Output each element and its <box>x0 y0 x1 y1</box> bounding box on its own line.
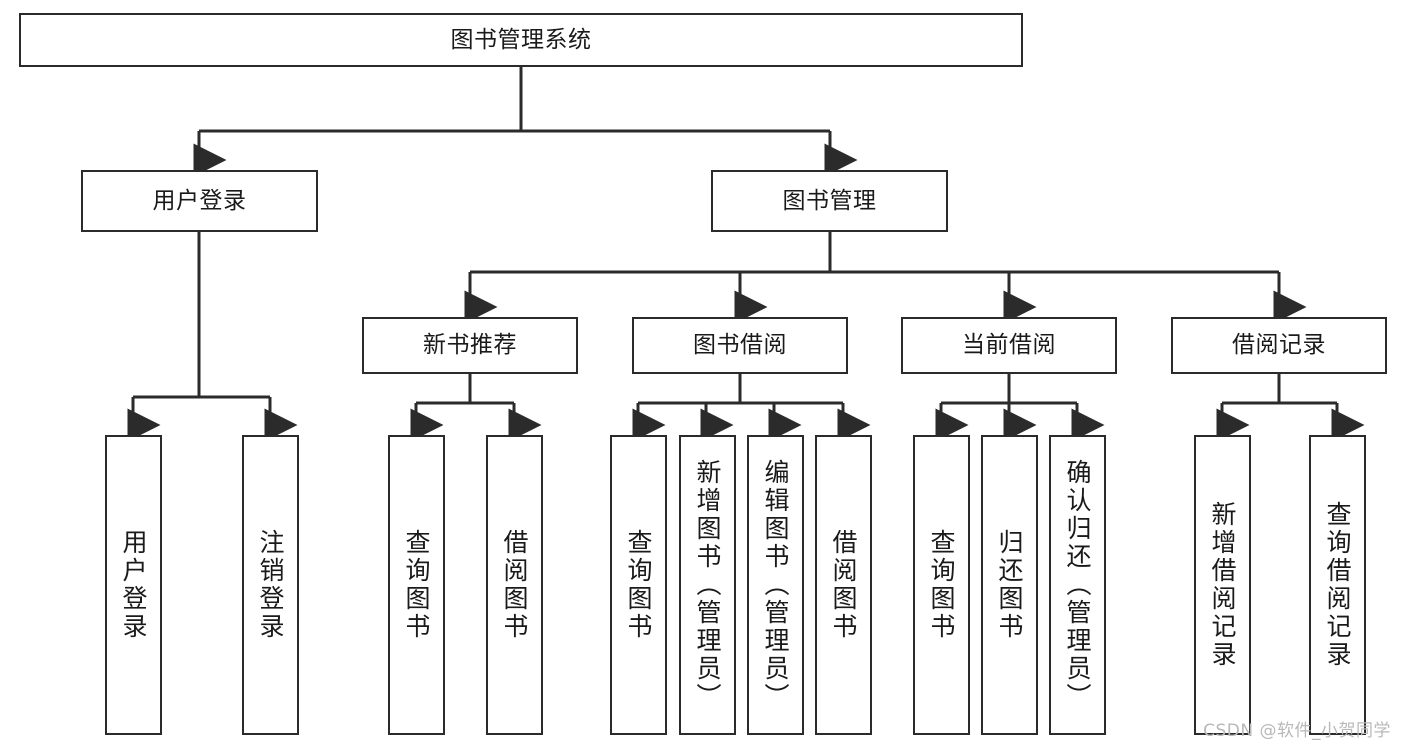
node-book-management-label: 图书管理 <box>782 187 877 214</box>
leaf-book-borrow-borrow-book[interactable]: 借阅图书 <box>815 435 872 735</box>
node-root[interactable]: 图书管理系统 <box>19 13 1023 67</box>
leaf-label: 新增图书（管理员） <box>693 459 722 711</box>
leaf-new-book-borrow-book[interactable]: 借阅图书 <box>486 435 543 735</box>
leaf-current-borrow-query-book[interactable]: 查询图书 <box>913 435 970 735</box>
leaf-label: 查询图书 <box>402 529 431 641</box>
leaf-borrow-record-query-record[interactable]: 查询借阅记录 <box>1309 435 1366 735</box>
node-borrow-record[interactable]: 借阅记录 <box>1171 317 1387 374</box>
leaf-label: 注销登录 <box>256 529 285 641</box>
node-book-management[interactable]: 图书管理 <box>711 170 948 232</box>
leaf-label: 查询图书 <box>927 529 956 641</box>
leaf-label: 归还图书 <box>995 529 1024 641</box>
leaf-book-borrow-query-book[interactable]: 查询图书 <box>610 435 667 735</box>
node-new-book-recommend-label: 新书推荐 <box>423 332 517 359</box>
leaf-label: 查询借阅记录 <box>1323 501 1352 669</box>
leaf-user-login-logout[interactable]: 注销登录 <box>242 435 299 735</box>
leaf-book-borrow-edit-book[interactable]: 编辑图书（管理员） <box>747 435 804 735</box>
node-book-borrow[interactable]: 图书借阅 <box>632 317 848 374</box>
leaf-book-borrow-add-book[interactable]: 新增图书（管理员） <box>679 435 736 735</box>
leaf-label: 新增借阅记录 <box>1208 501 1237 669</box>
watermark-text: CSDN @软件_小贺同学 <box>1203 721 1391 741</box>
node-root-label: 图书管理系统 <box>450 26 592 53</box>
leaf-label: 编辑图书（管理员） <box>761 459 790 711</box>
leaf-label: 用户登录 <box>119 529 148 641</box>
leaf-label: 确认归还（管理员） <box>1063 459 1092 711</box>
node-current-borrow[interactable]: 当前借阅 <box>901 317 1117 374</box>
leaf-label: 借阅图书 <box>500 529 529 641</box>
leaf-label: 查询图书 <box>624 529 653 641</box>
leaf-user-login-login[interactable]: 用户登录 <box>105 435 162 735</box>
node-book-borrow-label: 图书借阅 <box>693 332 787 359</box>
leaf-current-borrow-return-book[interactable]: 归还图书 <box>981 435 1038 735</box>
node-borrow-record-label: 借阅记录 <box>1232 332 1326 359</box>
leaf-borrow-record-add-record[interactable]: 新增借阅记录 <box>1194 435 1251 735</box>
leaf-current-borrow-confirm-return[interactable]: 确认归还（管理员） <box>1049 435 1106 735</box>
node-current-borrow-label: 当前借阅 <box>962 332 1056 359</box>
leaf-label: 借阅图书 <box>829 529 858 641</box>
leaf-new-book-query-book[interactable]: 查询图书 <box>388 435 445 735</box>
node-user-login[interactable]: 用户登录 <box>81 170 318 232</box>
node-user-login-label: 用户登录 <box>152 187 247 214</box>
node-new-book-recommend[interactable]: 新书推荐 <box>362 317 578 374</box>
